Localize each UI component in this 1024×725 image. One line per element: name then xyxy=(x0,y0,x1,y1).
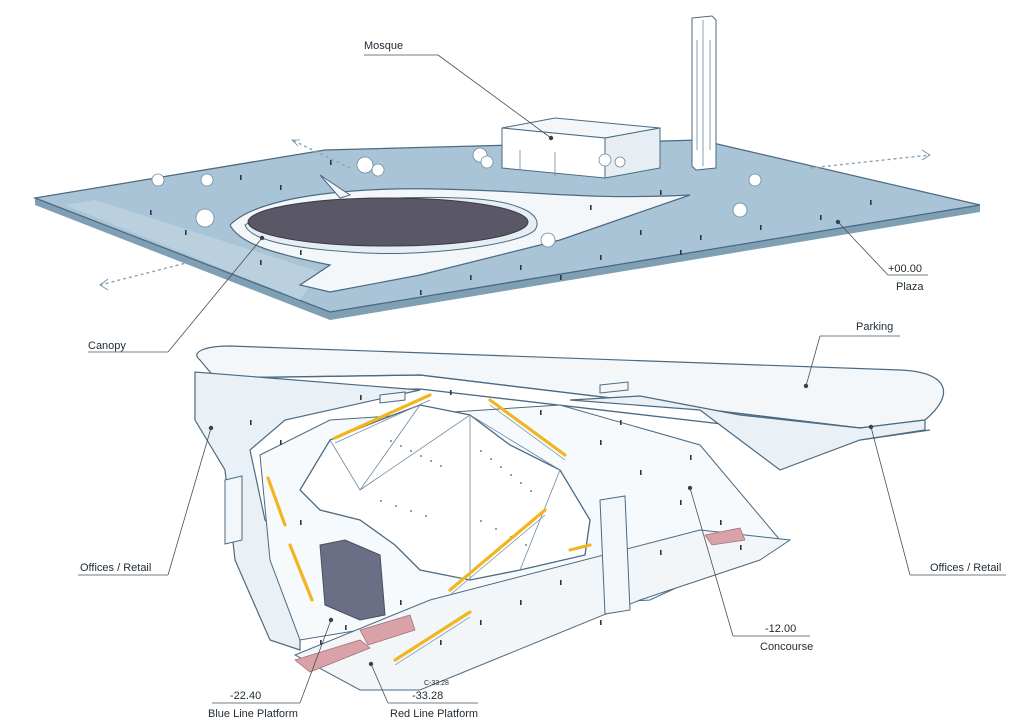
escalator-3[interactable] xyxy=(266,476,287,527)
red-line-level-label: -33.28 xyxy=(412,690,443,702)
red-line-platform-left xyxy=(294,639,371,673)
movement-arrows xyxy=(99,139,931,291)
escalator-1[interactable] xyxy=(333,393,432,440)
plaza-path xyxy=(65,200,320,300)
minaret xyxy=(691,15,717,171)
blue-line-label: Blue Line Platform xyxy=(208,708,298,720)
plaza-label: Plaza xyxy=(896,281,924,293)
canopy-shell xyxy=(299,404,591,581)
plaza-level xyxy=(32,15,981,320)
label-mosque: Mosque xyxy=(364,40,554,141)
blue-line-platform xyxy=(319,539,386,621)
trees xyxy=(151,147,762,248)
parking-label: Parking xyxy=(856,321,893,333)
offices-retail-right-label: Offices / Retail xyxy=(930,562,1001,574)
escalator-4[interactable] xyxy=(288,543,314,602)
escalator-5[interactable] xyxy=(448,508,547,592)
canopy-label: Canopy xyxy=(88,340,126,352)
escalators[interactable] xyxy=(266,393,592,662)
label-offices-retail-left: Offices / Retail xyxy=(78,425,214,576)
canopy-wedge xyxy=(319,174,352,199)
label-blue-line: -22.40 Blue Line Platform xyxy=(208,617,334,720)
label-red-line: -33.28 Red Line Platform C-33.28 xyxy=(368,661,478,720)
blue-line-level-label: -22.40 xyxy=(230,690,261,702)
offices-retail-right-block xyxy=(569,395,926,471)
structural-piers xyxy=(224,381,631,615)
label-concourse: -12.00 Concourse xyxy=(687,485,813,653)
label-parking: Parking xyxy=(803,321,900,389)
plaza-level-label: +00.00 xyxy=(888,263,922,275)
escalator-rails xyxy=(334,399,566,666)
label-plaza: +00.00 Plaza xyxy=(835,219,928,293)
people-plaza xyxy=(150,160,872,295)
shell-perforations xyxy=(380,440,532,546)
label-offices-retail-right: Offices / Retail xyxy=(868,424,1006,576)
station-section xyxy=(194,345,944,691)
mosque-building xyxy=(501,117,661,179)
offices-retail-left-label: Offices / Retail xyxy=(80,562,151,574)
escalator-7[interactable] xyxy=(568,543,592,552)
label-canopy: Canopy xyxy=(88,235,265,353)
escalator-6[interactable] xyxy=(393,610,472,662)
escalator-2[interactable] xyxy=(488,398,567,457)
red-line-small-tag: C-33.28 xyxy=(424,680,449,687)
concourse-label: Concourse xyxy=(760,641,813,653)
red-line-platform-mid xyxy=(359,614,416,646)
concourse-level-label: -12.00 xyxy=(765,623,796,635)
people-station xyxy=(250,390,742,645)
canopy-void xyxy=(247,197,529,247)
mosque-label: Mosque xyxy=(364,40,403,52)
red-line-label: Red Line Platform xyxy=(390,708,478,720)
red-line-platform-right xyxy=(704,527,746,546)
